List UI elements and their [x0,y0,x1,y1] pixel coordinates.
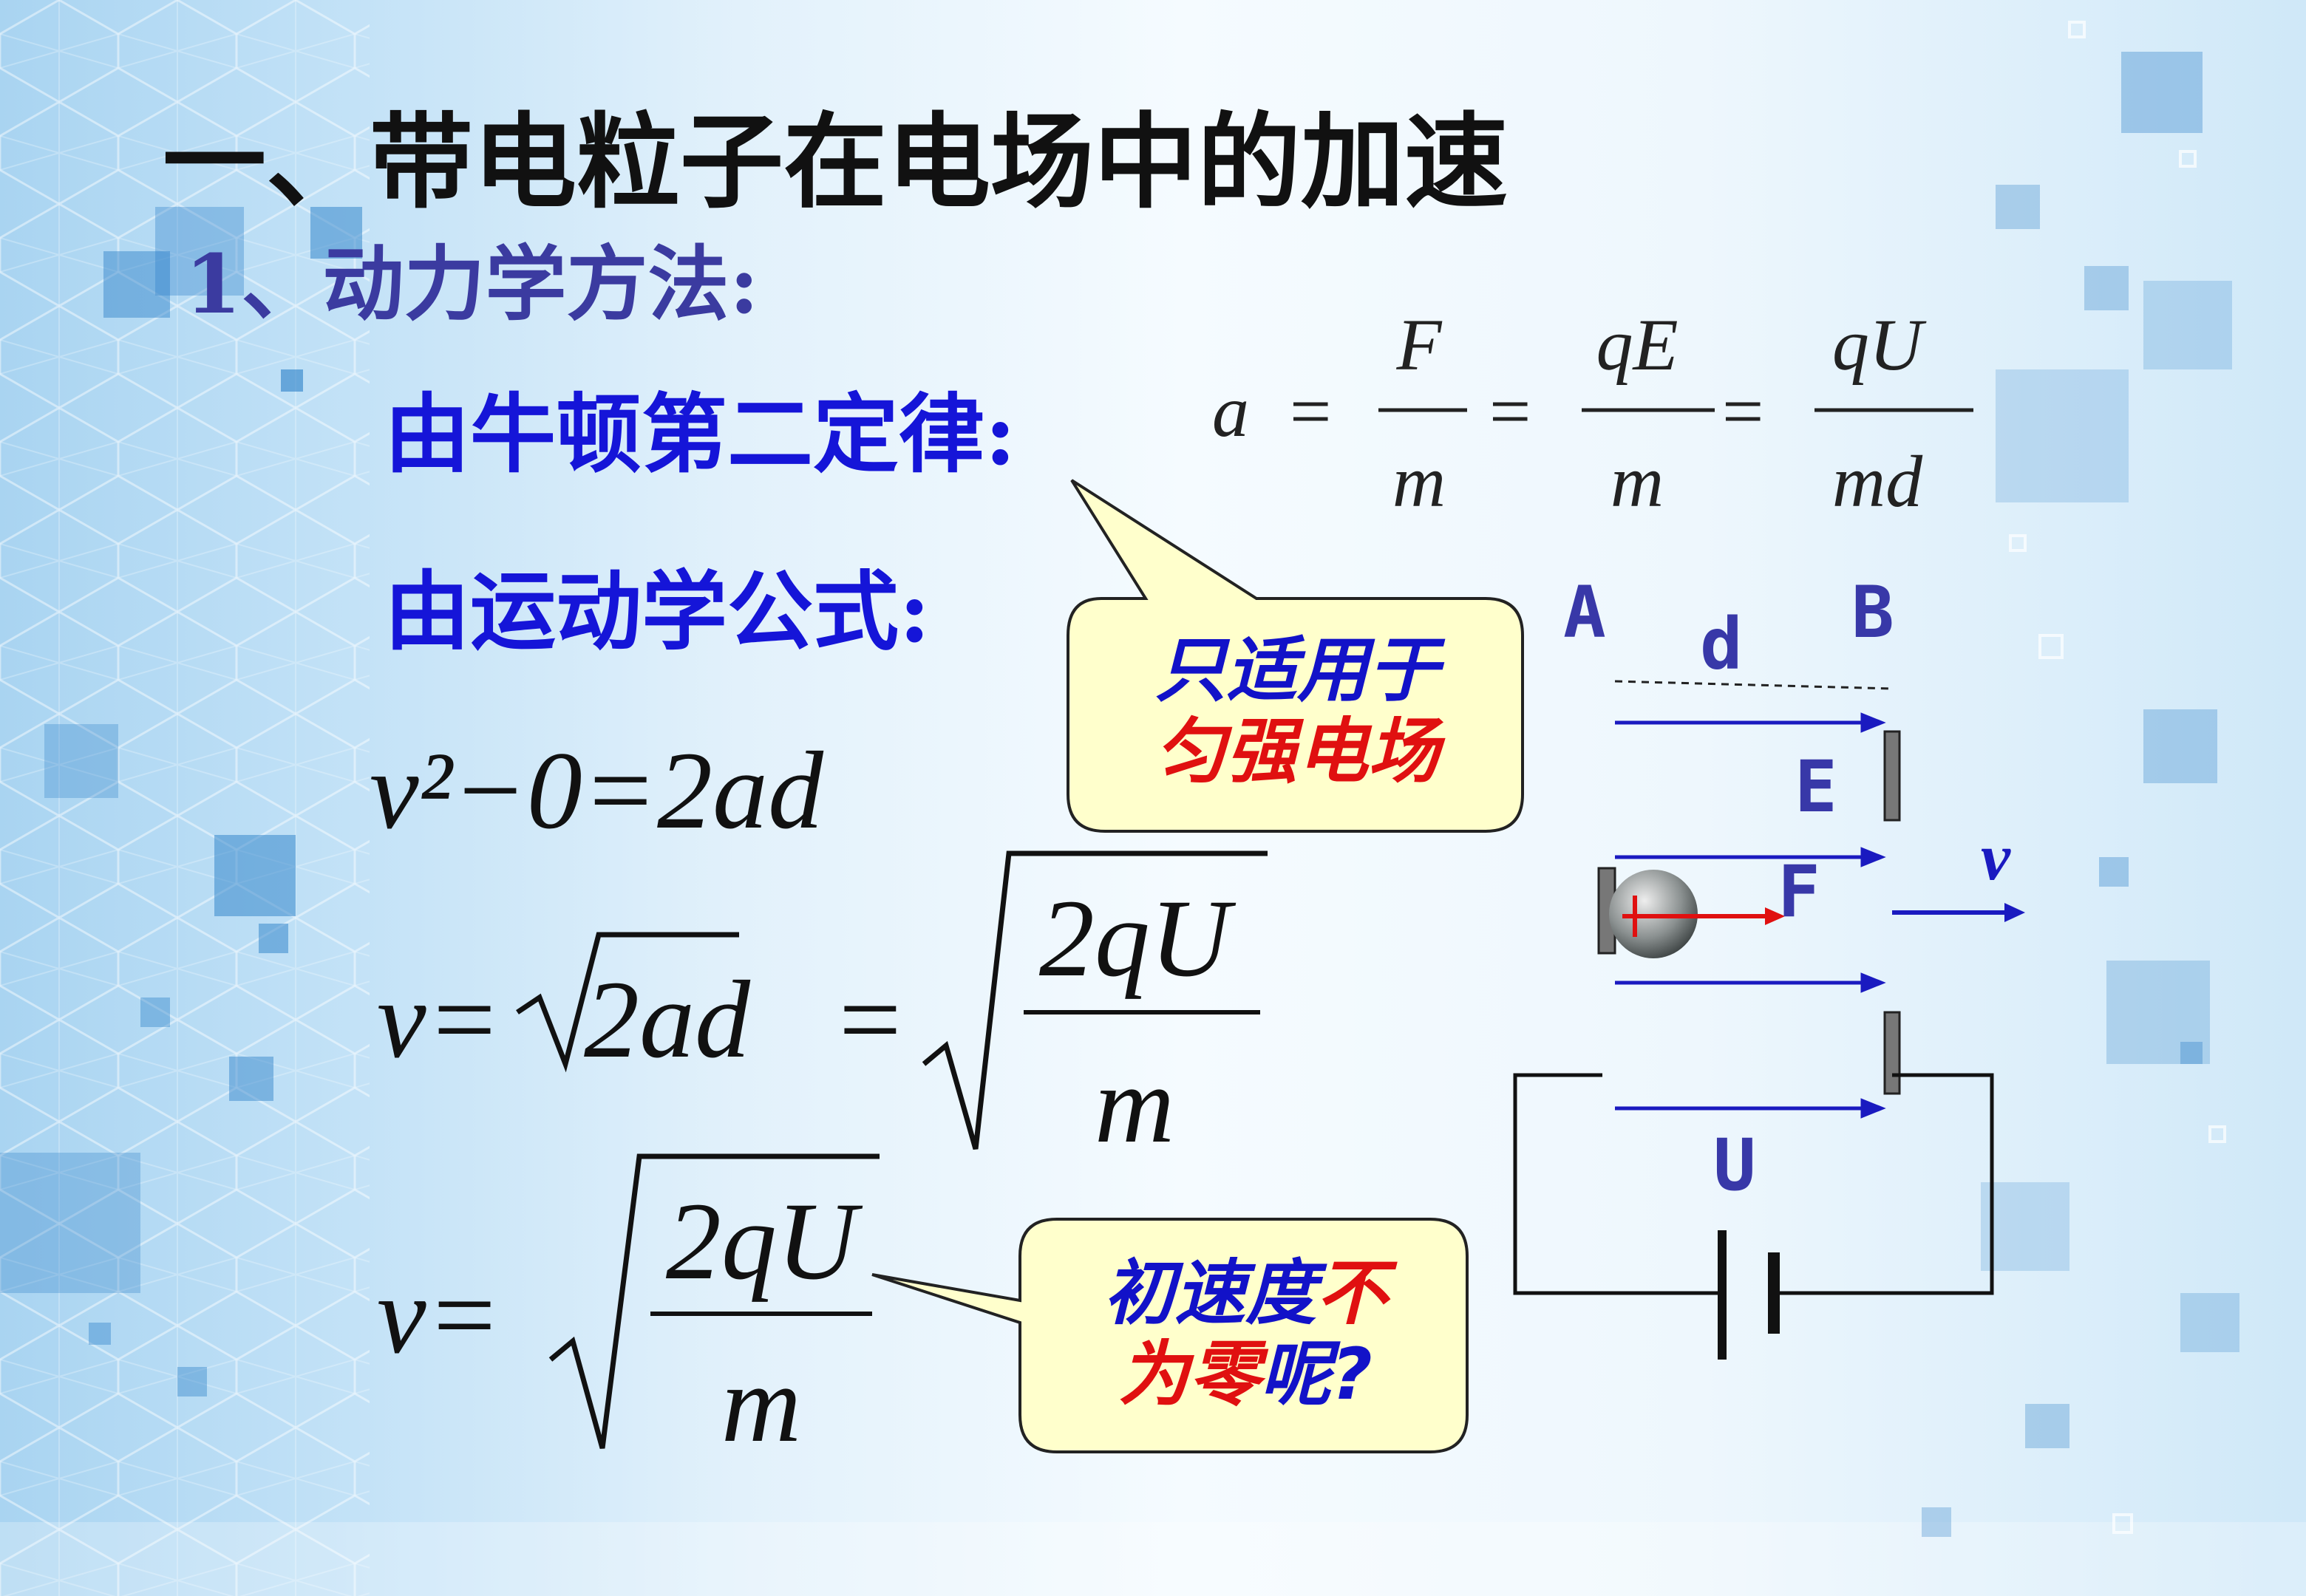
callout-2-part2: 不 [1316,1252,1387,1334]
label-field: E [1795,746,1837,828]
callout-1-bubble [1067,479,1524,833]
accel-a: a [1212,370,1249,452]
plate-b-upper [1883,730,1901,822]
slide-title: 一、带电粒子在电场中的加速 [163,102,1509,223]
accel-f1-num: F [1395,304,1442,386]
accel-f2-den: m [1611,440,1664,522]
circuit-wires [1513,1073,1994,1295]
label-distance: d [1700,603,1743,686]
speed1-rad: 2ad [584,958,751,1081]
kinematic-formula: v²−0=2ad [370,729,824,852]
speed1-num: 2qU [1039,877,1237,1000]
speed-formula-1: v= 2ad = 2qU m [377,850,1268,1166]
accel-eq-2: = [1489,370,1531,452]
accel-f1-den: m [1392,440,1446,522]
callout-2-text: 初速度不 为零呢? [1035,1252,1456,1416]
plate-b-lower [1883,1011,1901,1095]
newton-law-label: 由牛顿第二定律: [384,384,1016,485]
label-plate-b: B [1851,571,1894,654]
speed1-den: m [1095,1043,1174,1166]
accel-f3-num: qU [1832,304,1927,386]
accel-eq-3: = [1722,370,1763,452]
speed1-eq: = [839,958,902,1081]
accel-f2-num: qE [1596,304,1678,386]
method-subtitle: 1、动力学方法: [185,236,760,332]
speed2-den: m [721,1343,801,1465]
label-force: F [1778,850,1820,933]
accel-f3-den: md [1832,440,1923,522]
field-lines [1615,712,1886,1119]
label-plate-a: A [1563,571,1606,654]
kinematics-label: 由运动学公式: [384,562,931,662]
callout-1-line1: 只适用于 [1155,629,1439,712]
speed2-num: 2qU [666,1180,863,1303]
capacitor-diagram [1513,680,2025,1360]
callout-2-part1: 初速度 [1103,1252,1316,1334]
label-voltage: U [1713,1124,1756,1207]
speed-formula-2: v= 2qU m [377,1153,880,1465]
callout-2-part4: 呢? [1260,1333,1373,1416]
speed2-lhs: v= [377,1254,501,1377]
acceleration-formula: a = F m = qE m = qU md [1212,304,1973,522]
callout-1-text: 只适用于 匀强电场 [1086,630,1508,793]
label-velocity: v [1981,821,2011,894]
speed1-lhs: v= [377,958,501,1081]
accel-eq-1: = [1290,370,1331,452]
callout-1-line2: 匀强电场 [1155,710,1439,794]
callout-2-bubble [871,1218,1469,1453]
callout-2-part3: 为零 [1118,1333,1261,1416]
